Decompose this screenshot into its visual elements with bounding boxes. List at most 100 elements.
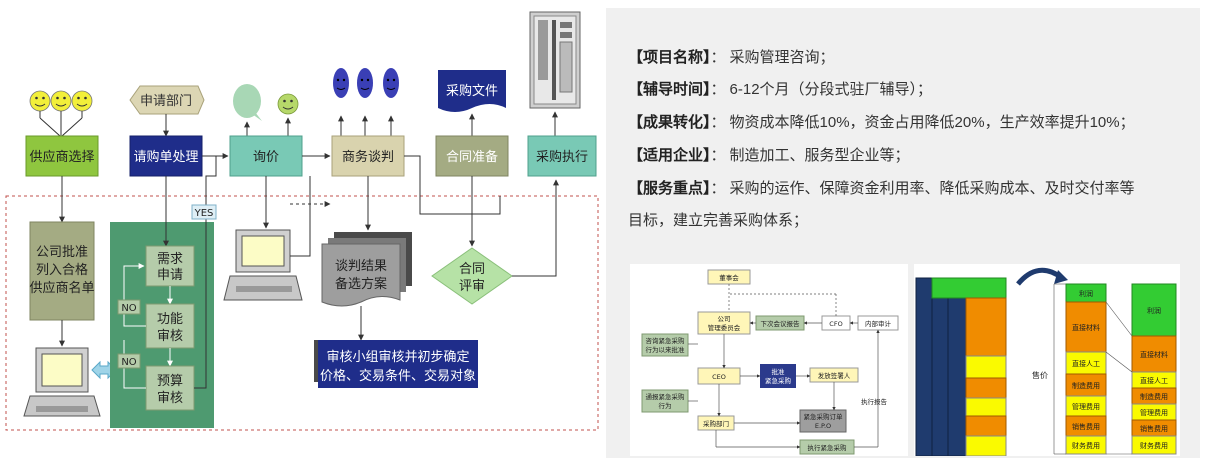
supplier-face-icon (71, 90, 93, 118)
request-dept-label: 申请部门 (140, 94, 192, 109)
computer-icon (223, 229, 303, 301)
info-value: 采购的运作、保障资金利用率、降低采购成本、及时交付率等 (729, 180, 1135, 197)
org-exec-emergency: 执行紧急采购 (808, 443, 848, 452)
request-process-label: 请购单处理 (133, 149, 198, 165)
cost-right-item: 管理费用 (1140, 408, 1168, 417)
org-purchase-dept: 采购部门 (703, 419, 729, 428)
smiley-icon (277, 93, 299, 115)
nego-result-docs: 谈判结果 备选方案 (321, 232, 412, 307)
org-next-meeting: 下次会议报告 (761, 319, 801, 328)
yes-label: YES (194, 208, 214, 219)
company-approve-line: 公司批准 (36, 245, 88, 260)
emergency-procurement-chart: 董事会 公司 管理委员会 咨询紧急采购 行为以来批准 下次会议报告 CFO 内部… (630, 264, 908, 456)
internal-boundary (5, 195, 599, 431)
budget-review-line: 预算 (157, 374, 183, 389)
org-po-line: 紧急采购订单 (804, 412, 844, 421)
info-key: 【辅导时间】 (628, 81, 711, 98)
info-focus: 【服务重点】：采购的运作、保障资金利用率、降低采购成本、及时交付率等 (628, 180, 1135, 197)
cost-structure-chart: 售价 利润 直接材料 直接人工 制造费用 管理费用 销售费用 财务费用 利润 直… (914, 264, 1180, 456)
org-audit: 内部审计 (865, 319, 892, 328)
org-notify-line: 行为 (659, 401, 672, 410)
function-review-line: 功能 (157, 312, 183, 327)
org-cfo: CFO (829, 320, 842, 328)
cost-left-item: 利润 (1079, 289, 1093, 298)
team-review-line: 审核小组审核并初步确定 (326, 350, 469, 365)
purchase-exec-label: 采购执行 (536, 149, 588, 165)
supplier-faces (29, 90, 93, 137)
info-key: 【项目名称】 (628, 49, 711, 66)
contract-prep-label: 合同准备 (446, 149, 498, 165)
company-approve-line: 列入合格 (36, 262, 88, 278)
cost-left-item: 直接材料 (1072, 323, 1100, 332)
function-review-line: 审核 (157, 329, 183, 344)
info-key: 【服务重点】 (628, 180, 711, 197)
info-project: 【项目名称】：采购管理咨询； (628, 49, 835, 66)
org-approve-line: 紧急采购 (765, 376, 792, 385)
budget-review-line: 审核 (157, 391, 183, 406)
computer-icon (23, 347, 101, 417)
negotiation-faces (333, 68, 399, 136)
org-po-line: E.P.O (815, 422, 831, 430)
info-result: 【成果转化】：物资成本降低10%，资金占用降低20%，生产效率提升10%； (628, 114, 1135, 131)
purchase-exec-box (527, 135, 597, 177)
info-value: 6-12个月（分段式驻厂辅导）； (729, 81, 933, 98)
contract-review-line: 评审 (459, 279, 485, 294)
org-consult-line: 咨询紧急采购 (646, 336, 686, 345)
org-ceo: CEO (712, 373, 726, 381)
org-approve-line: 批准 (772, 367, 786, 376)
purchase-doc-label: 采购文件 (446, 83, 498, 99)
purchase-doc-shape (438, 70, 506, 112)
cost-right-item: 财务费用 (1140, 441, 1168, 450)
need-request-line: 申请 (157, 268, 183, 283)
cost-right-item: 销售费用 (1140, 424, 1168, 433)
org-notify-line: 通报紧急采购 (646, 392, 686, 401)
info-enterprise: 【适用企业】：制造加工、服务型企业等； (628, 147, 910, 164)
function-review-box (145, 303, 195, 349)
cost-left-item: 制造费用 (1072, 381, 1100, 390)
cost-left-item: 管理费用 (1072, 402, 1100, 411)
info-time: 【辅导时间】：6-12个月（分段式驻厂辅导）； (628, 81, 933, 98)
info-value: 目标，建立完善采购体系； (628, 212, 809, 229)
supplier-select-box (25, 135, 99, 177)
supplier-select-label: 供应商选择 (29, 149, 94, 165)
blue-face-icon (357, 68, 373, 98)
request-process-box (129, 135, 203, 177)
cost-left-item: 销售费用 (1072, 422, 1100, 431)
nego-result-line: 备选方案 (335, 276, 387, 292)
contract-review-line: 合同 (459, 262, 485, 277)
team-review-line: 价格、交易条件、交易对象 (320, 368, 476, 384)
supplier-face-icon (29, 90, 51, 118)
org-board: 董事会 (719, 273, 739, 282)
server-icon (529, 11, 581, 109)
blue-face-icon (333, 68, 349, 98)
cost-left-item: 直接人工 (1072, 359, 1100, 368)
cost-right-item: 直接人工 (1140, 376, 1168, 385)
negotiation-label: 商务谈判 (342, 149, 394, 165)
procurement-flowchart: 供应商选择 申请部门 请购单处理 询价 (5, 11, 599, 431)
need-request-line: 需求 (157, 252, 183, 267)
inquiry-label: 询价 (253, 150, 279, 165)
info-value: 采购管理咨询； (729, 49, 835, 66)
info-focus-cont: 目标，建立完善采购体系； (628, 211, 808, 231)
supplier-face-icon (50, 90, 72, 118)
info-panel: 【项目名称】：采购管理咨询； 【辅导时间】：6-12个月（分段式驻厂辅导）； 【… (606, 8, 1200, 458)
company-approve-line: 供应商名单 (29, 280, 94, 296)
cost-right-item: 利润 (1147, 306, 1161, 315)
price-label: 售价 (1032, 370, 1048, 380)
cost-left-item: 财务费用 (1072, 441, 1100, 450)
info-key: 【成果转化】 (628, 114, 711, 131)
team-review-box (318, 340, 478, 388)
no-label: NO (121, 357, 136, 368)
org-exec-report: 执行报告 (861, 397, 888, 406)
org-consult-line: 行为以来批准 (646, 345, 686, 354)
company-approve-box (29, 221, 95, 321)
no-label: NO (121, 303, 136, 314)
contract-review-diamond (431, 247, 513, 305)
info-value: 物资成本降低10%，资金占用降低20%，生产效率提升10%； (729, 114, 1135, 131)
cost-right-item: 制造费用 (1140, 392, 1168, 401)
request-dept-shape (129, 85, 205, 115)
inquiry-icons (233, 84, 299, 136)
blue-face-icon (383, 68, 399, 98)
speech-bubble-icon (233, 84, 261, 118)
info-key: 【适用企业】 (628, 147, 711, 164)
